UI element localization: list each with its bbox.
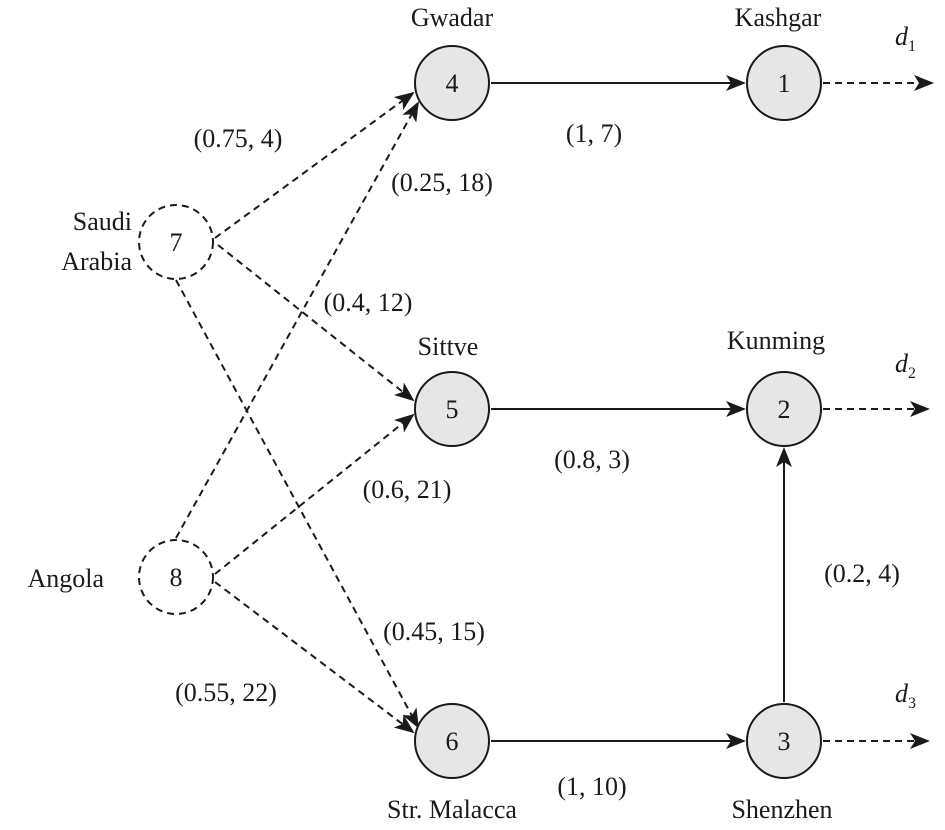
label-arabia: Arabia: [61, 247, 132, 276]
demand-label-3: d3: [895, 679, 916, 712]
edge-label-7-5: (0.4, 12): [324, 288, 413, 317]
edge-label-7-4: (0.75, 4): [194, 124, 283, 153]
edge-8-5: [214, 413, 415, 575]
label-str-malacca: Str. Malacca: [387, 795, 517, 824]
demand-label-3-base: d: [895, 679, 909, 708]
edge-7-6: [175, 279, 419, 729]
edge-label-8-6: (0.55, 22): [175, 678, 277, 707]
demand-label-2-base: d: [895, 349, 909, 378]
node-7-number: 7: [170, 228, 183, 257]
edge-label-8-5: (0.6, 21): [363, 475, 452, 504]
node-2-circle: [746, 371, 822, 447]
edge-label-8-4: (0.25, 18): [391, 168, 493, 197]
node-2-number: 2: [778, 395, 791, 424]
edge-label-6-3: (1, 10): [557, 772, 626, 801]
label-angola: Angola: [27, 564, 104, 593]
edge-8-6: [214, 581, 415, 734]
edge-label-3-2: (0.2, 4): [824, 559, 900, 588]
dashed-edges: [175, 91, 419, 734]
node-6: 6: [414, 703, 490, 779]
demand-arrows: [823, 75, 934, 749]
label-saudi: Saudi: [73, 207, 132, 236]
demand-label-2: d2: [895, 349, 916, 382]
demand-label-1: d1: [895, 22, 916, 55]
label-kashgar: Kashgar: [735, 3, 822, 32]
node-2: 2: [746, 371, 822, 447]
node-3: 3: [746, 703, 822, 779]
demand-label-3-sub: 3: [908, 695, 916, 712]
node-7: 7: [138, 204, 214, 280]
label-kunming: Kunming: [727, 326, 825, 355]
node-1-number: 1: [778, 69, 791, 98]
node-1-circle: [746, 45, 822, 121]
demand-label-1-sub: 1: [908, 38, 916, 55]
label-gwadar: Gwadar: [411, 3, 494, 32]
node-5-number: 5: [446, 395, 459, 424]
label-sittve: Sittve: [418, 332, 479, 361]
node-3-circle: [746, 703, 822, 779]
node-6-circle: [414, 703, 490, 779]
demand-label-1-base: d: [895, 22, 909, 51]
node-8-circle: [138, 539, 214, 615]
node-4: 4: [414, 45, 490, 121]
edge-label-5-2: (0.8, 3): [554, 445, 630, 474]
edge-8-4: [175, 101, 419, 539]
demand-label-2-sub: 2: [908, 365, 916, 382]
node-8-number: 8: [170, 563, 183, 592]
node-3-number: 3: [778, 727, 791, 756]
solid-edges: [491, 75, 792, 749]
edge-label-4-1: (1, 7): [566, 119, 622, 148]
node-5-circle: [414, 371, 490, 447]
node-4-number: 4: [446, 69, 459, 98]
label-shenzhen: Shenzhen: [731, 795, 832, 824]
edge-7-5: [217, 244, 415, 402]
node-8: 8: [138, 539, 214, 615]
node-1: 1: [746, 45, 822, 121]
edge-7-4: [214, 91, 415, 239]
node-7-circle: [138, 204, 214, 280]
node-6-number: 6: [446, 727, 459, 756]
node-5: 5: [414, 371, 490, 447]
node-4-circle: [414, 45, 490, 121]
edge-label-7-6: (0.45, 15): [383, 617, 485, 646]
